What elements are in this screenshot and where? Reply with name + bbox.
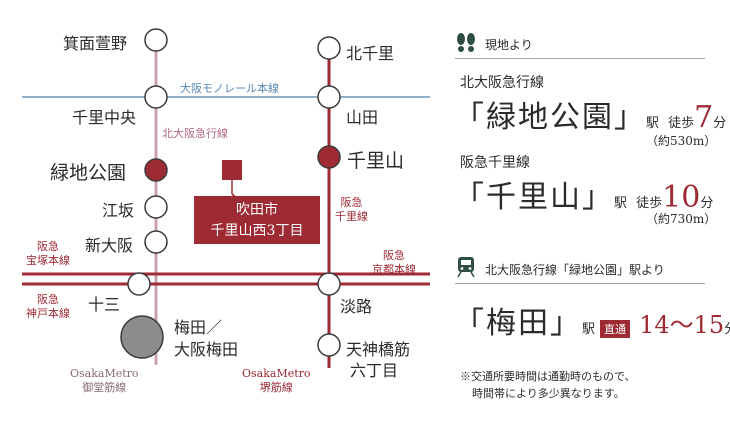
label-hankyu-senri: 阪急 千里線 [335,196,368,223]
label-monorail: 大阪モノレール本線 [180,82,279,95]
dest-eki: 駅 [582,322,596,337]
label-midosuji: OsakaMetro 御堂筋線 [70,367,139,394]
station-umeda [120,315,164,359]
label-shin-osaka: 新大阪 [85,236,134,255]
station-esaka [144,195,168,219]
route1-unit: 分 [713,116,727,131]
route1-distance: （約530m） [646,134,717,148]
label-esaka: 江坂 [102,201,135,220]
label-tenjinbashi-1: 天神橋筋 [346,340,411,359]
label-sakaisuji: OsakaMetro 堺筋線 [242,367,311,394]
label-tenjinbashi-2: 六丁目 [350,361,399,380]
label-kitakyu: 北大阪急行線 [162,127,228,140]
label-umeda-2: 大阪梅田 [174,340,239,359]
label-yamada: 山田 [346,108,379,127]
station-awaji [317,272,341,296]
route2-minutes: 10 [662,180,701,215]
train-icon [457,257,475,278]
route2-station: 「千里山」 [454,180,614,215]
station-ryokuchi-koen [144,158,168,182]
route-map: 箕面萱野 千里中央 緑地公園 江坂 新大阪 十三 梅田／ 大阪梅田 北千里 山田… [22,28,430,394]
route-map-lines [22,28,430,368]
label-juso: 十三 [88,295,121,314]
route2-walk: 徒歩 [636,196,663,211]
note-line2: 時間帯により多少異なります。 [472,387,625,400]
station-yamada [317,85,341,109]
site-label-box: 吹田市 千里山西3丁目 [194,196,320,244]
station-kita-senri [317,36,341,60]
site-marker [222,160,242,180]
route1-row: 「緑地公園」駅 徒歩7分 [454,92,726,136]
walk-divider [455,58,705,59]
walk-header: 現地より [485,38,533,52]
label-hankyu-kobe: 阪急 神戸本線 [26,293,70,320]
station-senriyama [317,145,341,169]
label-hankyu-kyoto: 阪急 京都本線 [372,249,416,276]
station-shin-osaka [144,230,168,254]
note-line1: ※交通所要時間は通勤時のもので、 [460,370,636,383]
route2-row: 「千里山」駅 徒歩10分 [454,172,713,216]
footprints-icon [457,33,475,52]
station-minoh-kayano [144,28,168,52]
route1-minutes: 7 [694,100,714,135]
route2-line: 阪急千里線 [460,155,530,171]
label-senriyama: 千里山 [347,150,405,172]
station-senri-chuo [144,85,168,109]
route1-line: 北大阪急行線 [460,75,544,91]
label-hankyu-takarazuka: 阪急 宝塚本線 [26,240,70,267]
label-ryokuchi-koen: 緑地公園 [50,162,127,184]
route2-distance: （約730m） [646,212,717,226]
label-minoh-kayano: 箕面萱野 [63,34,128,53]
route2-eki: 駅 [614,196,628,211]
dest-time: 14～15 [639,311,725,339]
route1-station: 「緑地公園」 [454,100,646,135]
site-label-line1: 吹田市 [236,202,278,218]
destination-row: 「梅田」駅直通 14～15分 [454,298,730,342]
train-header: 北大阪急行線「緑地公園」駅より [485,263,665,277]
route1-eki: 駅 [646,116,660,131]
station-tenjinbashi [317,333,341,357]
label-awaji: 淡路 [340,297,373,316]
dest-unit: 分 [724,322,730,337]
dest-station: 「梅田」 [454,306,582,341]
label-senri-chuo: 千里中央 [72,108,137,127]
route2-unit: 分 [700,196,714,211]
station-juso [127,272,151,296]
route1-walk: 徒歩 [668,116,695,131]
site-label-line2: 千里山西3丁目 [210,223,304,239]
label-umeda-1: 梅田／ [174,318,223,337]
direct-badge: 直通 [600,320,631,338]
label-kita-senri: 北千里 [346,44,395,63]
train-divider [455,283,705,284]
